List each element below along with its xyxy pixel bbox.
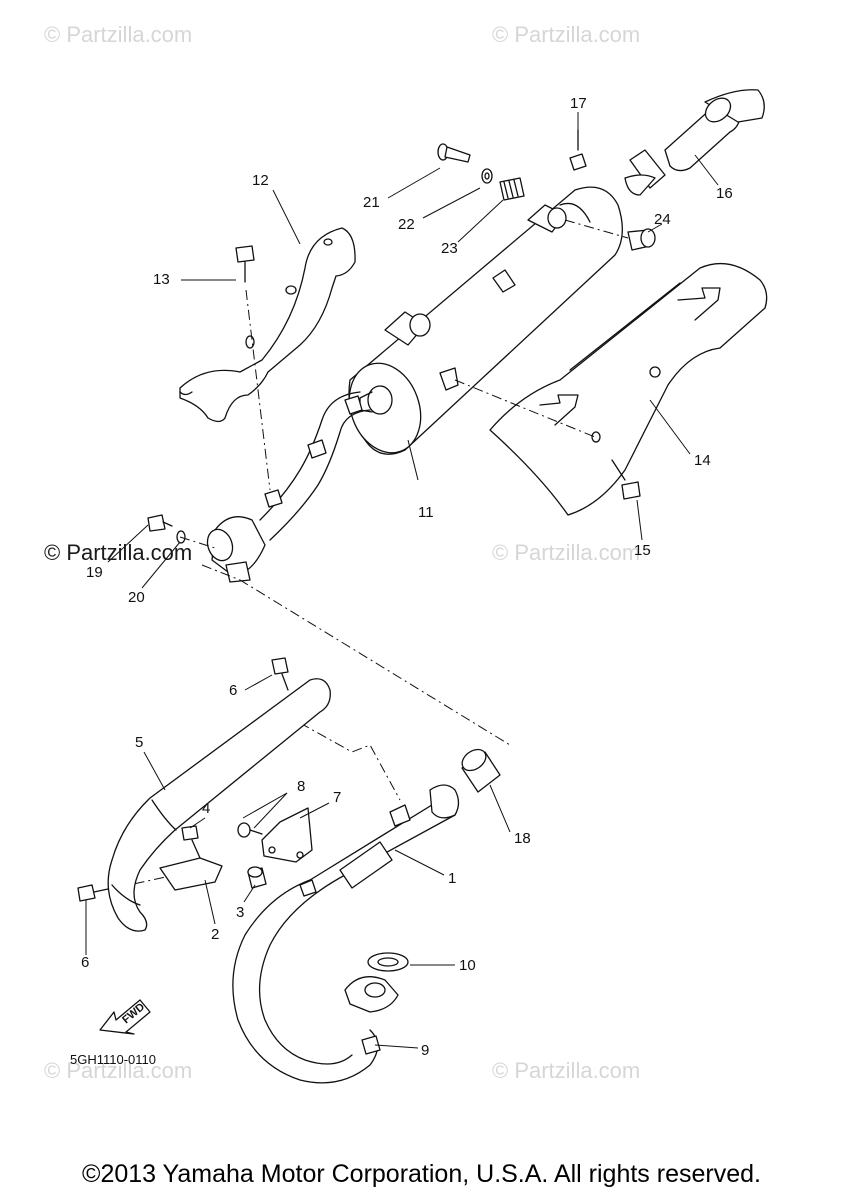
callout-22: 22 bbox=[398, 216, 415, 233]
callout-18: 18 bbox=[514, 830, 531, 847]
callout-13: 13 bbox=[153, 271, 170, 288]
bolt-13 bbox=[235, 245, 255, 283]
watermark-top-left: © Partzilla.com bbox=[44, 22, 193, 47]
assembly-line-heatshield bbox=[454, 379, 596, 438]
muffler-body bbox=[348, 186, 623, 455]
callout-2: 2 bbox=[211, 926, 220, 943]
callout-3: 3 bbox=[236, 904, 245, 921]
bolt-4 bbox=[181, 825, 201, 859]
heat-shield-upper bbox=[179, 227, 356, 423]
bracket-2 bbox=[159, 857, 223, 891]
bolt-15 bbox=[611, 459, 641, 500]
callout-10: 10 bbox=[459, 957, 476, 974]
copyright-notice: ©2013 Yamaha Motor Corporation, U.S.A. A… bbox=[82, 1160, 761, 1188]
sleeve-18 bbox=[461, 748, 501, 793]
callout-20: 20 bbox=[128, 589, 145, 606]
callout-17: 17 bbox=[570, 95, 587, 112]
watermark-bottom-left: © Partzilla.com bbox=[44, 1058, 193, 1083]
callout-9: 9 bbox=[421, 1042, 430, 1059]
callout-6-lower: 6 bbox=[81, 954, 90, 971]
assembly-line-19 bbox=[179, 536, 216, 549]
callout-11: 11 bbox=[418, 504, 434, 521]
callout-19: 19 bbox=[86, 564, 103, 581]
assembly-line-24 bbox=[564, 219, 629, 239]
callout-16: 16 bbox=[716, 185, 733, 202]
washer-22 bbox=[481, 168, 493, 184]
bolt-21 bbox=[437, 143, 471, 163]
callout-24: 24 bbox=[654, 211, 671, 228]
collar-24 bbox=[627, 228, 656, 251]
tail-pipe bbox=[624, 89, 765, 196]
bracket-7 bbox=[261, 807, 313, 863]
part-code: 5GH1110-0110 bbox=[70, 1052, 157, 1067]
callout-6-upper: 6 bbox=[229, 682, 238, 699]
inlet-pipe bbox=[206, 391, 371, 583]
fwd-arrow-icon: FWD bbox=[99, 999, 151, 1035]
watermark-bottom-right: © Partzilla.com bbox=[492, 1058, 641, 1083]
callout-12: 12 bbox=[252, 172, 269, 189]
bolt-6-lower bbox=[77, 884, 109, 902]
bolt-8-a bbox=[237, 822, 263, 838]
watermark-mid-right: © Partzilla.com bbox=[492, 540, 641, 565]
watermark-mid-left: © Partzilla.com bbox=[44, 540, 193, 565]
leader-lines bbox=[85, 112, 719, 1049]
gasket-10 bbox=[367, 952, 409, 972]
callout-7: 7 bbox=[333, 789, 342, 806]
bolt-6-upper bbox=[271, 657, 289, 691]
callout-15: 15 bbox=[634, 542, 651, 559]
callout-8: 8 bbox=[297, 778, 306, 795]
callout-23: 23 bbox=[441, 240, 458, 257]
heat-shield-lower bbox=[489, 262, 768, 516]
assembly-line-shield-bolt bbox=[245, 289, 271, 491]
nut-9 bbox=[361, 1035, 381, 1055]
bolt-19 bbox=[147, 514, 173, 532]
exhaust-pipe bbox=[232, 784, 460, 1084]
assembly-line-1 bbox=[299, 722, 401, 801]
exhaust-protector bbox=[107, 678, 331, 932]
callout-1: 1 bbox=[448, 870, 457, 887]
spring-23 bbox=[499, 177, 525, 201]
callout-4: 4 bbox=[202, 800, 211, 817]
watermark-top-right: © Partzilla.com bbox=[492, 22, 641, 47]
collar-3 bbox=[247, 866, 267, 889]
callout-21: 21 bbox=[363, 194, 380, 211]
callout-14: 14 bbox=[694, 452, 711, 469]
assembly-line-main bbox=[201, 564, 511, 746]
callout-5: 5 bbox=[135, 734, 144, 751]
